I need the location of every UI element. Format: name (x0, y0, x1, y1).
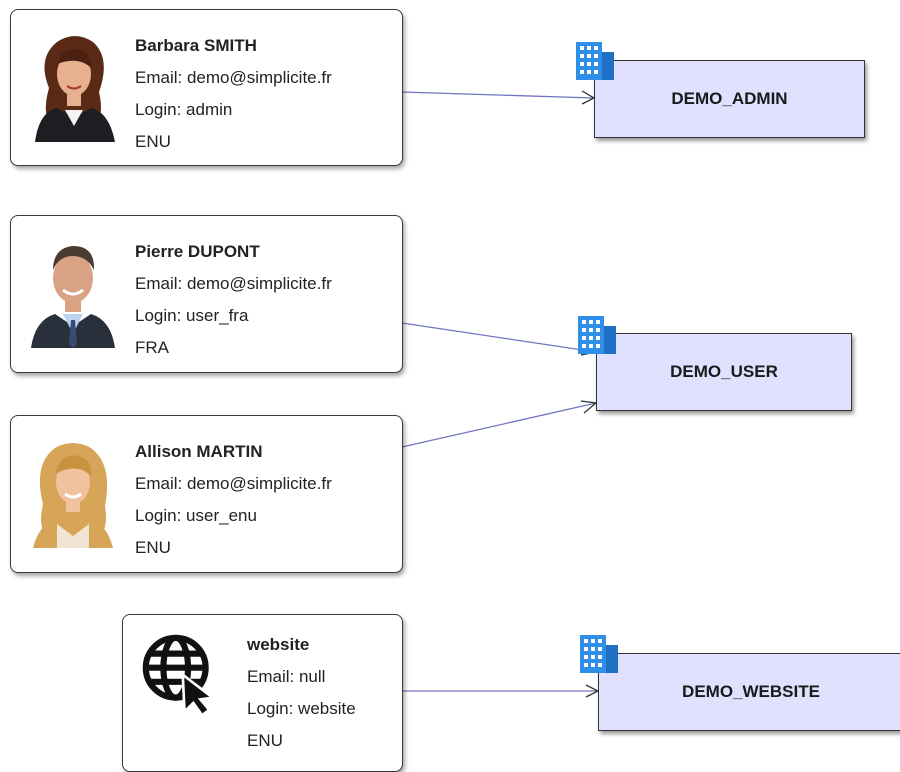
link-arrowhead (581, 90, 596, 105)
group-demo-admin[interactable]: DEMO_ADMIN (594, 60, 865, 138)
user-name: Allison MARTIN (135, 442, 263, 461)
user-card-website[interactable]: website Email: null Login: website ENU (122, 614, 403, 772)
user-info: Barbara SMITH Email: demo@simplicite.fr … (135, 30, 332, 158)
link-dupont-user (401, 322, 597, 353)
user-login: Login: user_enu (135, 506, 257, 525)
building-icon (578, 316, 616, 354)
user-card-allison-martin[interactable]: Allison MARTIN Email: demo@simplicite.fr… (10, 415, 403, 573)
building-icon (580, 635, 618, 673)
user-info: Pierre DUPONT Email: demo@simplicite.fr … (135, 236, 332, 364)
user-name: website (247, 635, 310, 654)
group-name: DEMO_USER (670, 362, 778, 381)
user-avatar (27, 28, 119, 142)
link-arrowhead (580, 400, 598, 414)
link-smith-admin (401, 91, 595, 99)
user-email: Email: demo@simplicite.fr (135, 68, 332, 87)
user-email: Email: null (247, 667, 326, 686)
link-martin-user (401, 402, 597, 448)
user-card-barbara-smith[interactable]: Barbara SMITH Email: demo@simplicite.fr … (10, 9, 403, 166)
link-arrowhead (585, 684, 600, 698)
user-name: Pierre DUPONT (135, 242, 260, 261)
user-language: ENU (135, 538, 171, 557)
building-icon (576, 42, 614, 80)
user-avatar (27, 234, 119, 348)
group-demo-website[interactable]: DEMO_WEBSITE (598, 653, 900, 731)
user-login: Login: user_fra (135, 306, 249, 325)
group-name: DEMO_ADMIN (671, 89, 788, 108)
group-name: DEMO_WEBSITE (682, 682, 820, 701)
group-demo-user[interactable]: DEMO_USER (596, 333, 852, 411)
user-email: Email: demo@simplicite.fr (135, 274, 332, 293)
user-avatar (27, 434, 119, 548)
user-card-pierre-dupont[interactable]: Pierre DUPONT Email: demo@simplicite.fr … (10, 215, 403, 373)
globe-cursor-icon (142, 634, 216, 717)
user-info: website Email: null Login: website ENU (247, 629, 356, 757)
user-language: ENU (135, 132, 171, 151)
user-login: Login: website (247, 699, 356, 718)
user-name: Barbara SMITH (135, 36, 257, 55)
user-language: FRA (135, 338, 169, 357)
user-info: Allison MARTIN Email: demo@simplicite.fr… (135, 436, 332, 564)
user-language: ENU (247, 731, 283, 750)
user-login: Login: admin (135, 100, 233, 119)
user-email: Email: demo@simplicite.fr (135, 474, 332, 493)
